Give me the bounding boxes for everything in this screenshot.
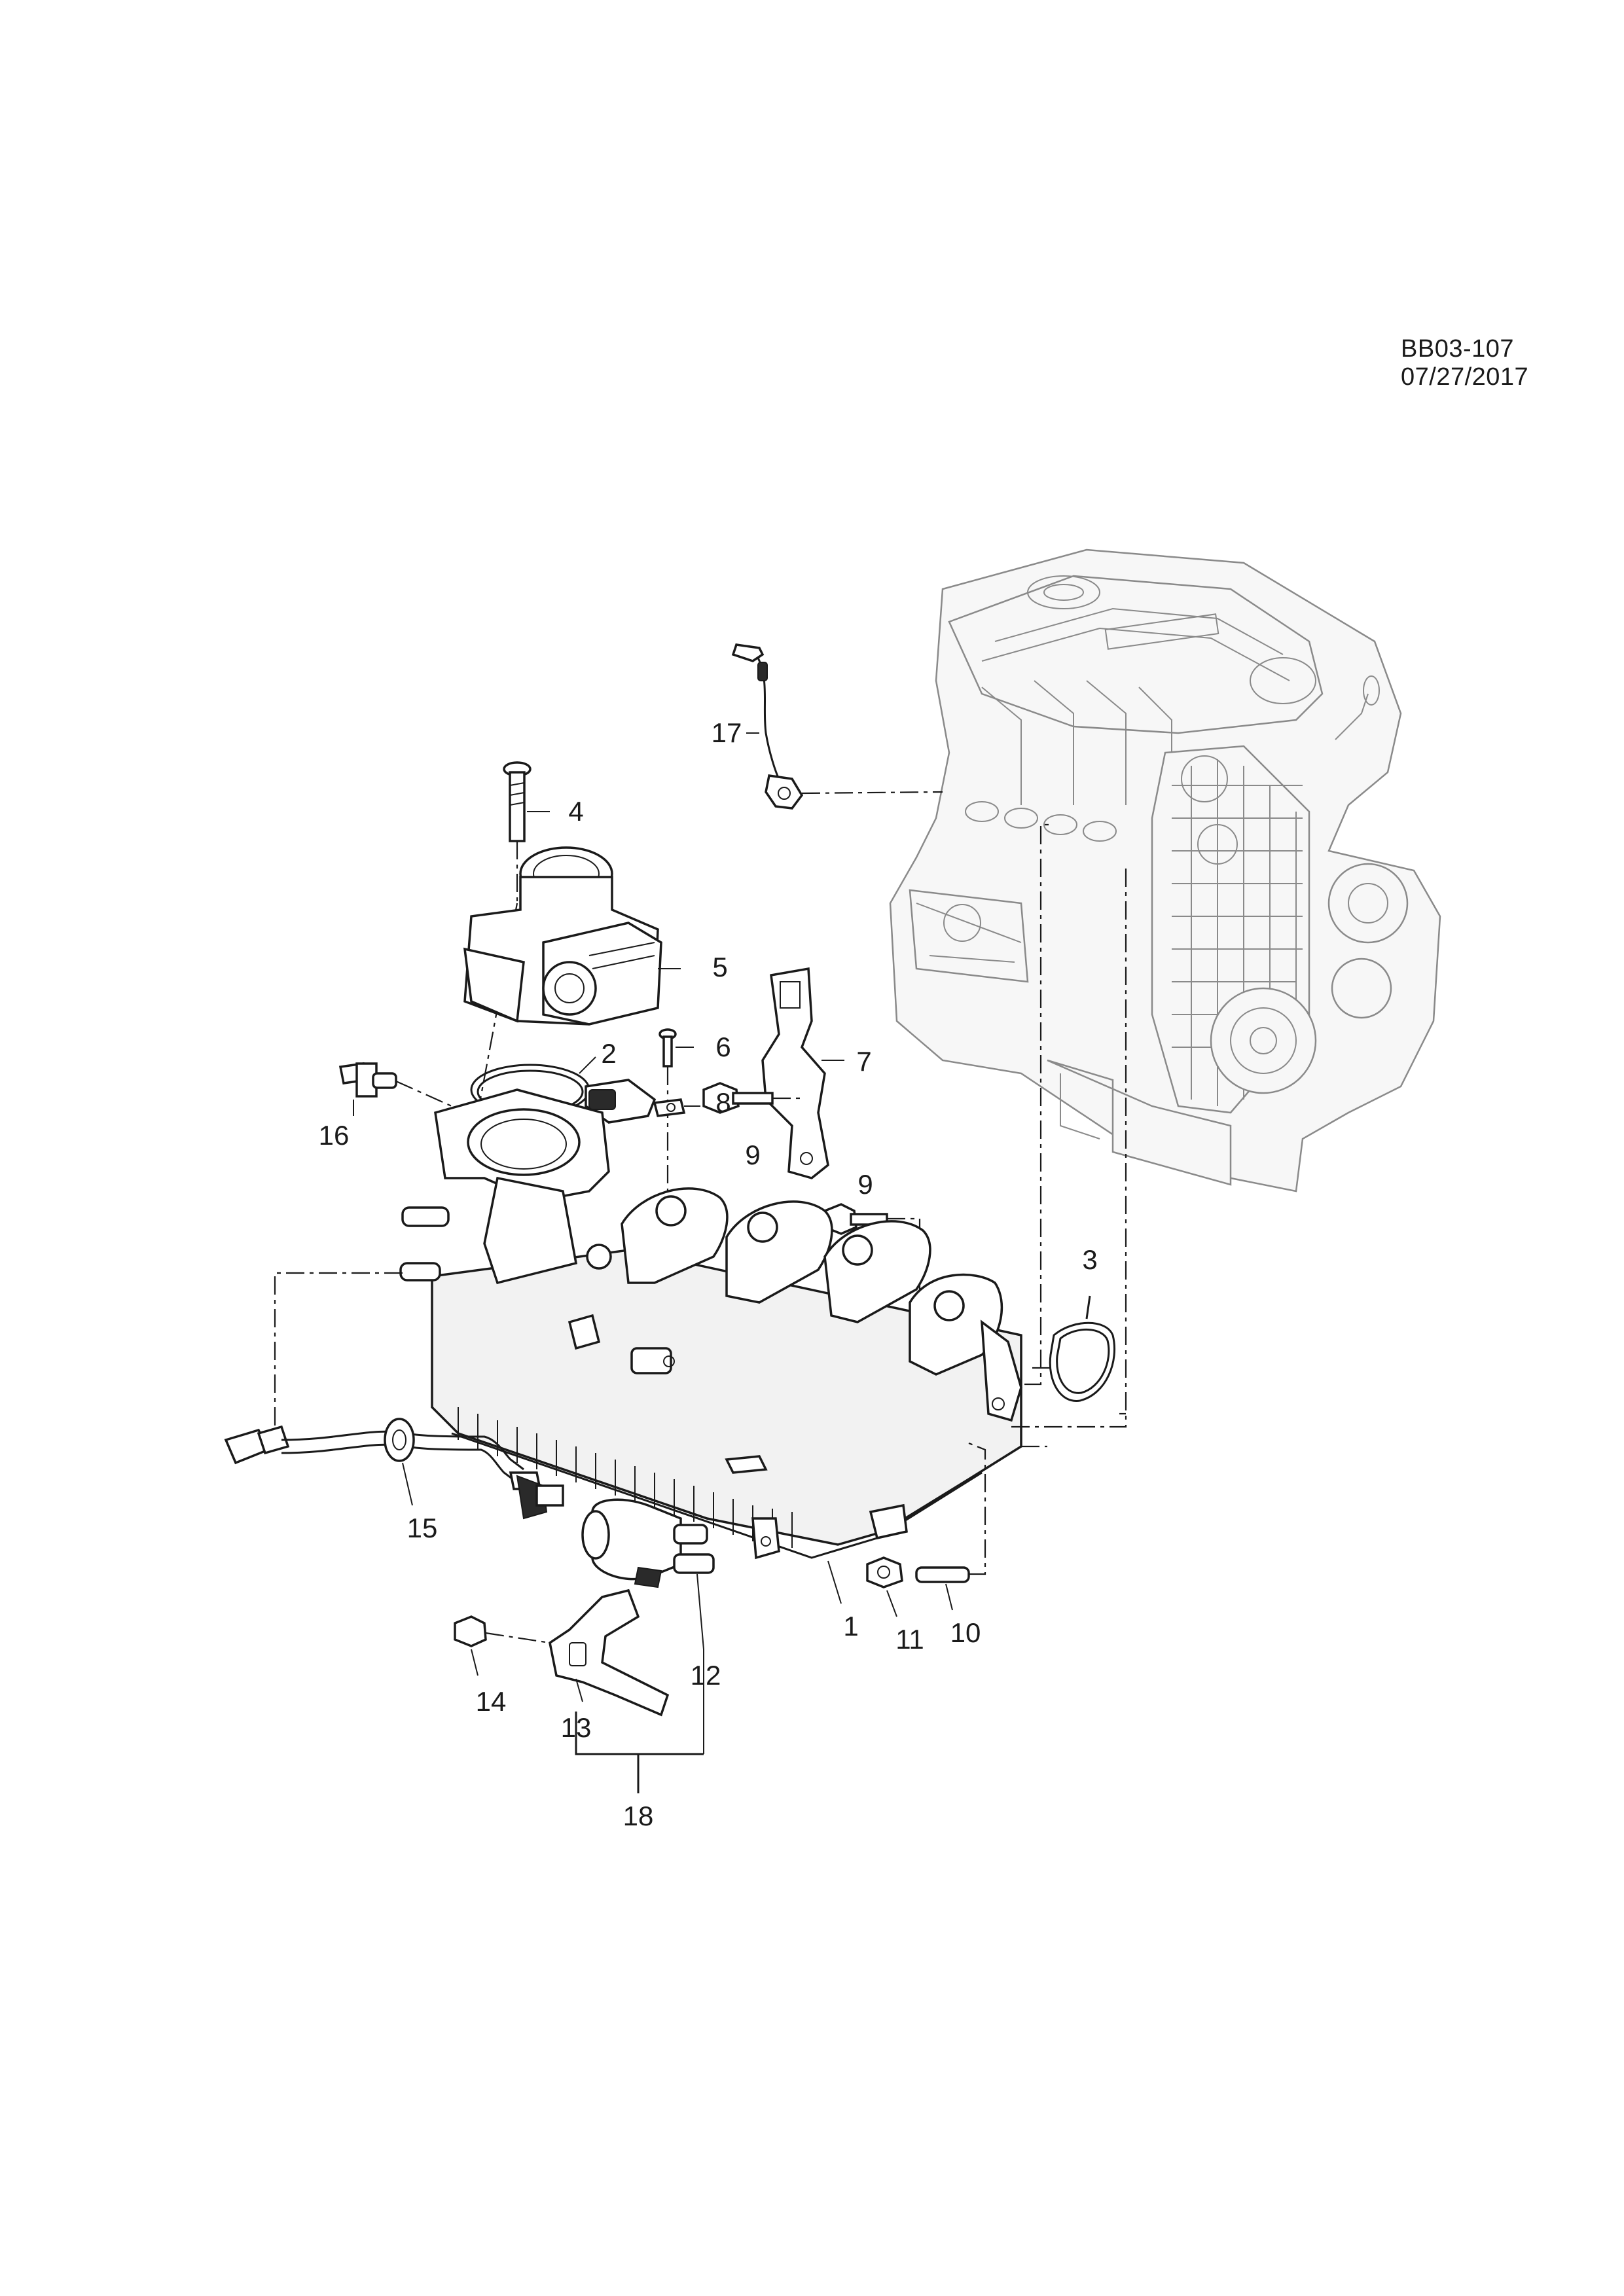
part-1-intake-manifold xyxy=(399,823,1127,1604)
part-12-solenoid xyxy=(581,1498,715,1754)
part-13-bracket xyxy=(549,1588,670,1717)
callout-16: 16 xyxy=(318,1120,350,1151)
callout-15: 15 xyxy=(406,1513,438,1543)
part-16-stud xyxy=(338,1062,452,1116)
callout-3: 3 xyxy=(1082,1244,1098,1275)
part-5-throttle-body xyxy=(463,846,681,1026)
part-11-nut xyxy=(866,1556,903,1617)
callout-1: 1 xyxy=(843,1611,859,1641)
part-4-bolt xyxy=(477,761,550,1113)
callout-2: 2 xyxy=(601,1038,617,1069)
callout-12: 12 xyxy=(690,1660,721,1691)
part-9-bolt-left xyxy=(702,1082,805,1114)
part-14-bolt xyxy=(454,1615,550,1676)
callout-9-right: 9 xyxy=(857,1169,873,1200)
callout-6: 6 xyxy=(715,1031,731,1062)
part-10-stud xyxy=(915,1442,986,1611)
callout-13: 13 xyxy=(560,1712,592,1743)
group-18-bracket-line xyxy=(575,1712,704,1793)
callout-7: 7 xyxy=(856,1046,872,1077)
document-reference: BB03-107 07/27/2017 xyxy=(1401,335,1529,391)
callout-11: 11 xyxy=(895,1624,924,1655)
part-17-harness-strap xyxy=(731,643,943,810)
part-3-gasket xyxy=(1031,1295,1126,1415)
callout-5: 5 xyxy=(712,952,728,982)
callout-4: 4 xyxy=(568,796,584,827)
engine-assembly-illustration xyxy=(889,548,1441,1193)
part-7-bracket xyxy=(761,967,844,1179)
callout-10: 10 xyxy=(950,1617,981,1648)
callout-14: 14 xyxy=(475,1686,507,1717)
callout-8: 8 xyxy=(715,1087,731,1118)
callout-9-left: 9 xyxy=(745,1139,761,1170)
callout-17: 17 xyxy=(711,717,742,748)
callout-18: 18 xyxy=(623,1801,654,1831)
part-15-hose xyxy=(224,1272,564,1520)
